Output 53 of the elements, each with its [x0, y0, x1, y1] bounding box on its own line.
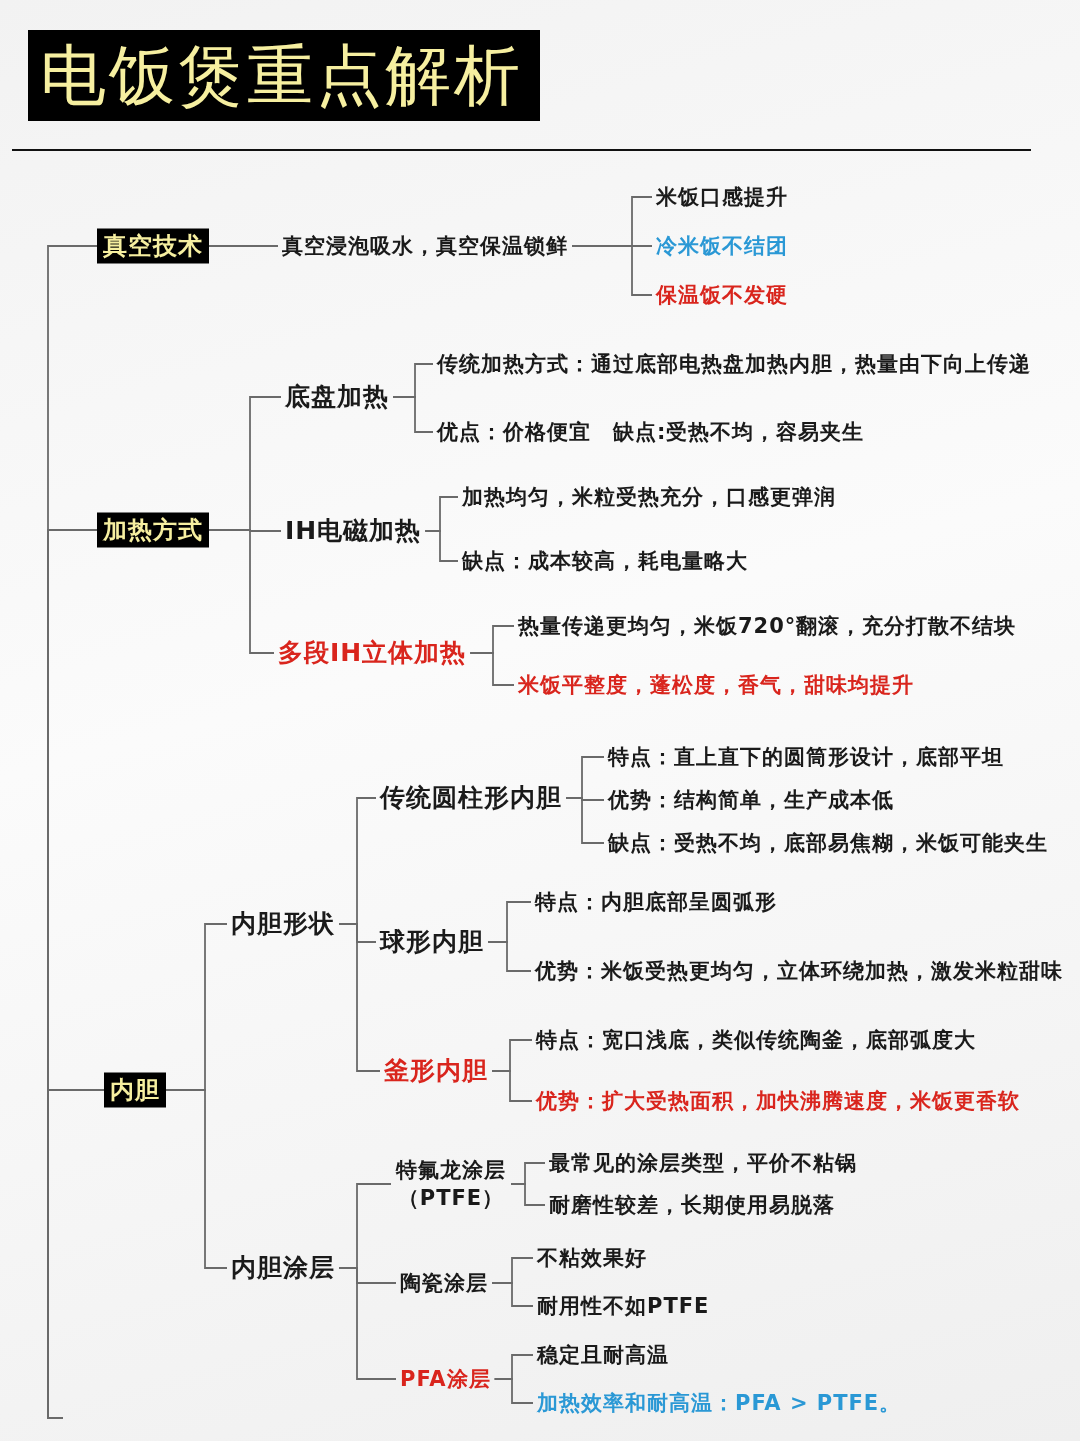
connector-line: [338, 923, 381, 1072]
topic-label: 陶瓷涂层: [396, 1269, 492, 1297]
topic-label: 底盘加热: [281, 381, 393, 413]
topic-label: PFA涂层: [396, 1365, 495, 1393]
topic-label: 内胆形状: [227, 908, 339, 940]
connector-line: [491, 1070, 533, 1102]
note-text: 缺点：受热不均，底部易焦糊，米饭可能夹生: [604, 829, 1052, 857]
note-text: 热量传递更均匀，米饭720°翻滚，充分打散不结块: [514, 612, 1021, 640]
topic-label: 球形内胆: [376, 926, 488, 958]
connector-line: [487, 941, 532, 972]
connector-line: [493, 1378, 534, 1404]
topic-label: IH电磁加热: [281, 515, 426, 547]
note-text: 加热均匀，米粒受热充分，口感更弹润: [458, 483, 840, 511]
note-text: 加热效率和耐高温：PFA > PTFE。: [533, 1389, 906, 1417]
connector-line: [47, 1089, 105, 1419]
category-tag: 内胆: [104, 1072, 166, 1108]
topic-label: 多段IH立体加热: [274, 637, 471, 669]
note-text: 缺点：成本较高，耗电量略大: [458, 547, 752, 575]
note-text: 优势：米饭受热更均匀，立体环绕加热，激发米粒甜味: [531, 957, 1067, 985]
connector-line: [491, 1282, 534, 1307]
category-tag: 真空技术: [97, 228, 209, 264]
connector-line: [165, 1089, 228, 1269]
connector-line: [469, 652, 515, 686]
topic-label: 内胆涂层: [227, 1252, 339, 1284]
note-text: 稳定且耐高温: [533, 1341, 673, 1369]
topic-label: 特氟龙涂层（PTFE）: [391, 1156, 511, 1212]
note-text: 耐磨性较差，长期使用易脱落: [545, 1191, 839, 1219]
topic-label: 传统圆柱形内胆: [376, 782, 566, 814]
connector-line: [338, 1267, 397, 1380]
category-tag: 加热方式: [97, 512, 209, 548]
note-text: 保温饭不发硬: [652, 281, 792, 309]
connector-line: [571, 245, 653, 296]
note-text: 特点：内胆底部呈圆弧形: [531, 888, 781, 916]
note-text: 米饭平整度，蓬松度，香气，甜味均提升: [514, 671, 918, 699]
connector-line: [392, 396, 434, 433]
note-text: 特点：宽口浅底，类似传统陶釜，底部弧度大: [532, 1026, 980, 1054]
connector-line: [565, 797, 605, 844]
topic-label: 釜形内胆: [380, 1055, 492, 1087]
note-text: 优势：结构简单，生产成本低: [604, 786, 898, 814]
note-text: 优势：扩大受热面积，加快沸腾速度，米饭更香软: [532, 1087, 1024, 1115]
note-text: 传统加热方式：通过底部电热盘加热内胆，热量由下向上传递: [433, 350, 1035, 378]
note-text: 冷米饭不结团: [652, 232, 792, 260]
connector-line: [510, 1183, 546, 1206]
note-text: 米饭口感提升: [652, 183, 792, 211]
title-banner: 电饭煲重点解析: [28, 30, 540, 121]
note-text: 耐用性不如PTFE: [533, 1292, 714, 1320]
connector-line: [208, 245, 279, 247]
note-text: 不粘效果好: [533, 1244, 651, 1272]
note-text: 最常见的涂层类型，平价不粘锅: [545, 1149, 861, 1177]
connector-line: [424, 530, 459, 562]
note-text: 真空浸泡吸水，真空保温锁鲜: [278, 232, 572, 260]
note-text: 优点：价格便宜 缺点:受热不均，容易夹生: [433, 418, 869, 446]
note-text: 特点：直上直下的圆筒形设计，底部平坦: [604, 743, 1008, 771]
